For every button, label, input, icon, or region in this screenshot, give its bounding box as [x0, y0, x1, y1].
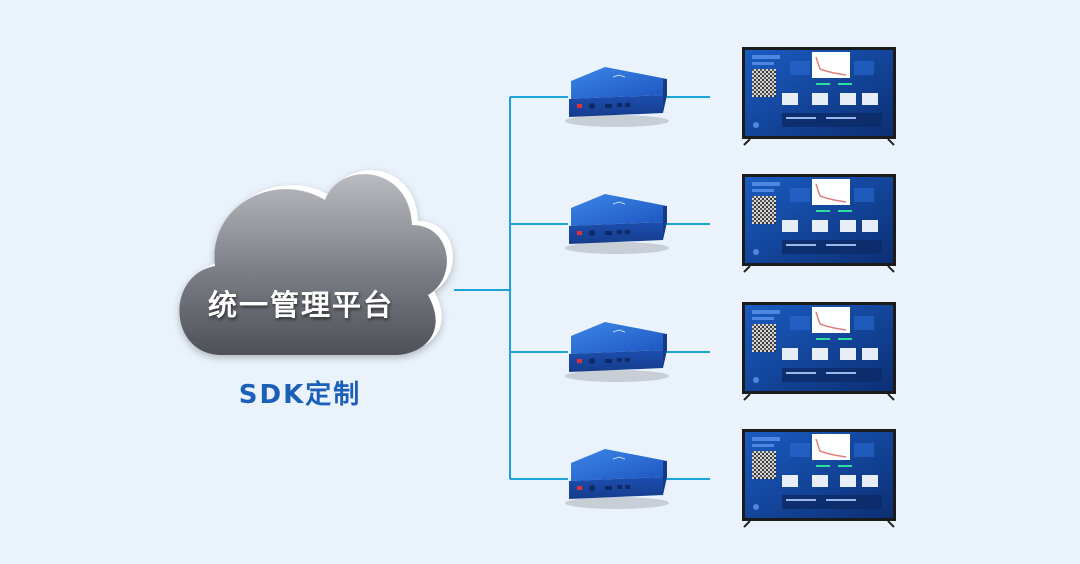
cloud-shape [179, 170, 453, 355]
display-screen [742, 47, 896, 146]
display-screen [742, 429, 896, 528]
sdk-caption: SDK定制 [238, 380, 362, 410]
display-screen [742, 302, 896, 401]
device-box [565, 67, 669, 127]
display-screen [742, 174, 896, 273]
connector-lines [454, 96, 710, 480]
cloud-title: 统一管理平台 [207, 288, 394, 322]
device-box [565, 449, 669, 509]
device-box [565, 322, 669, 382]
device-box [565, 194, 669, 254]
